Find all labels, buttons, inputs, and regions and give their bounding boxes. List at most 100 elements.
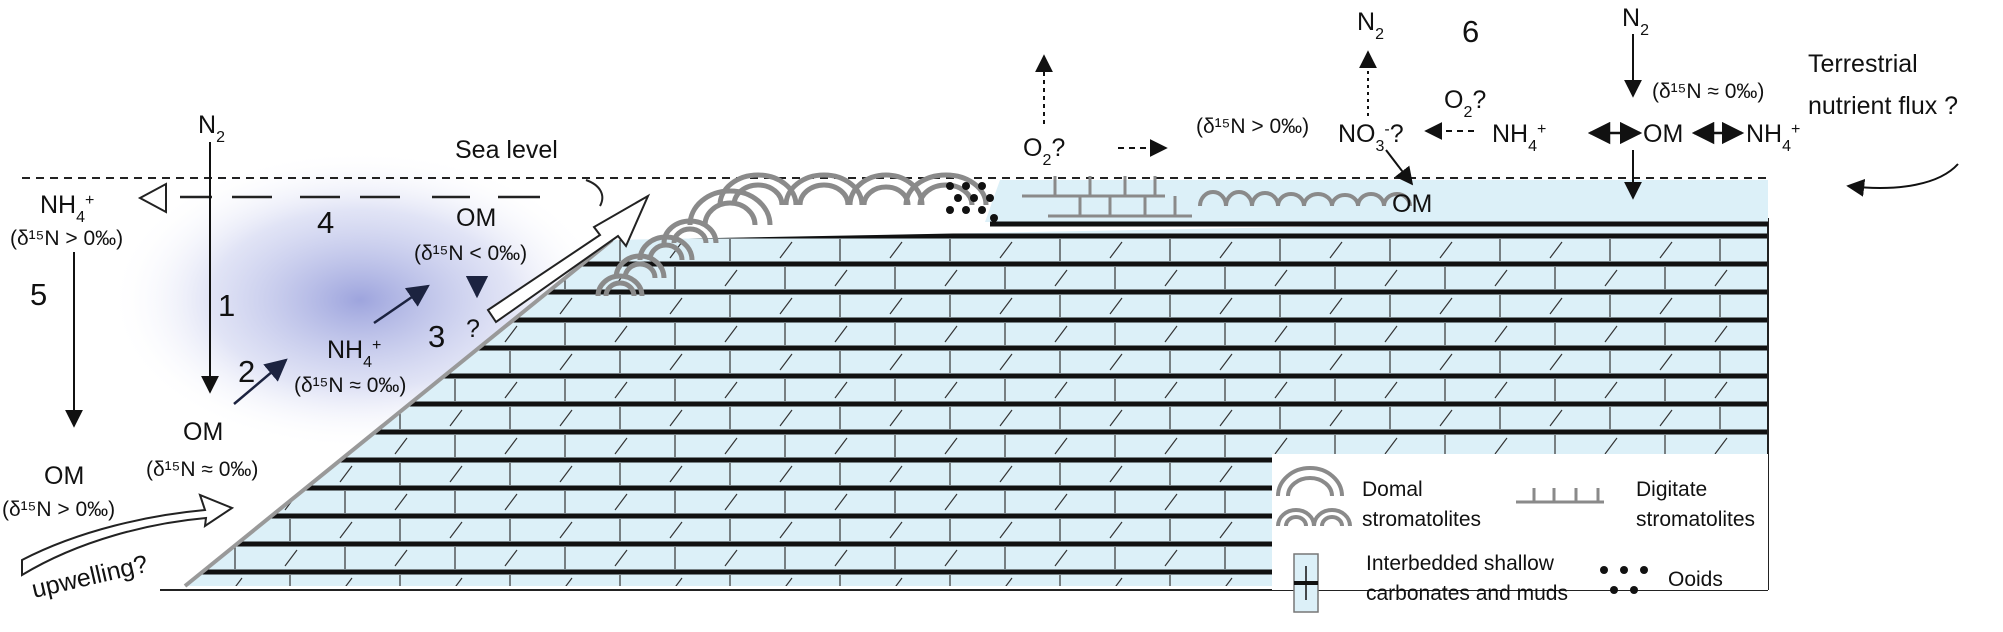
bed-slash xyxy=(1714,325,1728,343)
bed-slash xyxy=(1219,353,1233,371)
svg-text:(δ¹⁵N > 0‰): (δ¹⁵N > 0‰) xyxy=(10,227,123,250)
bed-slash xyxy=(394,437,408,455)
bed-slash xyxy=(999,465,1013,483)
bed-slash xyxy=(504,493,518,511)
bed-slash xyxy=(1770,298,1782,314)
column-2: 2 NH4+ (δ¹⁵N ≈ 0‰) xyxy=(233,284,430,405)
circulation-curve-icon xyxy=(585,179,604,207)
bed-slash xyxy=(944,325,958,343)
low-domal-stromatolites xyxy=(1198,190,1412,207)
bed-slash xyxy=(1054,493,1068,511)
bed-slash xyxy=(1384,381,1398,399)
bed-slash xyxy=(559,577,573,586)
svg-text:NH4+: NH4+ xyxy=(40,191,94,226)
bed-slash xyxy=(1439,409,1453,427)
bed-slash xyxy=(834,381,848,399)
bed-slash xyxy=(999,241,1013,259)
bed-slash xyxy=(559,297,573,315)
svg-text:N2: N2 xyxy=(198,111,225,146)
bed-slash xyxy=(779,241,793,259)
svg-text:(δ¹⁵N > 0‰): (δ¹⁵N > 0‰) xyxy=(1196,115,1309,138)
svg-text:stromatolites: stromatolites xyxy=(1636,508,1755,531)
svg-text:OM: OM xyxy=(456,204,496,232)
bed-slash xyxy=(1054,269,1068,287)
bed-slash xyxy=(669,465,683,483)
bed-slash xyxy=(1494,325,1508,343)
bed-slash xyxy=(999,409,1013,427)
legend-domal-icon xyxy=(1276,466,1352,527)
bed-slash xyxy=(284,549,298,567)
bed-slash xyxy=(614,549,628,567)
bed-slash xyxy=(669,409,683,427)
bed-slash xyxy=(1109,353,1123,371)
bed-slash xyxy=(1714,381,1728,399)
svg-text:NH4+: NH4+ xyxy=(1492,120,1546,155)
bed-slash xyxy=(724,549,738,567)
bed-slash xyxy=(669,577,683,586)
bed-slash xyxy=(1164,325,1178,343)
bed-slash xyxy=(1054,549,1068,567)
bed-slash xyxy=(1604,269,1618,287)
bed-slash xyxy=(614,325,628,343)
bed-slash xyxy=(339,577,353,586)
bed-slash xyxy=(779,521,793,539)
bed-slash xyxy=(1439,241,1453,259)
bed-slash xyxy=(1439,353,1453,371)
bed-slash xyxy=(1604,325,1618,343)
bed-slash xyxy=(1329,297,1343,315)
bed-slash xyxy=(1714,437,1728,455)
svg-text:nutrient flux ?: nutrient flux ? xyxy=(1808,92,1958,120)
bed-slash xyxy=(1109,297,1123,315)
svg-text:Terrestrial: Terrestrial xyxy=(1808,50,1918,78)
svg-text:O2?: O2? xyxy=(1444,86,1486,121)
bed-slash xyxy=(1109,577,1123,586)
bed-slash xyxy=(1164,437,1178,455)
bed-slash xyxy=(1439,297,1453,315)
bed-slash xyxy=(779,297,793,315)
bed-slash xyxy=(779,409,793,427)
bed-slash xyxy=(504,437,518,455)
bed-slash xyxy=(724,437,738,455)
bed-slash xyxy=(1549,409,1563,427)
bed-slash xyxy=(614,381,628,399)
svg-text:1: 1 xyxy=(218,288,235,323)
digitate-stromatolites xyxy=(1022,176,1192,218)
bed-slash xyxy=(1274,325,1288,343)
bed-slash xyxy=(1770,522,1782,538)
bed-slash xyxy=(1659,241,1673,259)
svg-text:Interbedded shallow: Interbedded shallow xyxy=(1366,552,1555,575)
domal-stromatolites xyxy=(595,172,989,297)
bed-slash xyxy=(504,381,518,399)
svg-text:5: 5 xyxy=(30,277,47,312)
svg-text:?: ? xyxy=(466,315,480,343)
bed-slash xyxy=(1219,241,1233,259)
bed-slash xyxy=(1219,521,1233,539)
bed-slash xyxy=(999,353,1013,371)
upwelling-arrow-icon xyxy=(21,493,235,577)
bed-slash xyxy=(504,325,518,343)
bed-slash xyxy=(1219,409,1233,427)
svg-text:(δ¹⁵N ≈ 0‰): (δ¹⁵N ≈ 0‰) xyxy=(294,374,406,397)
bed-slash xyxy=(944,493,958,511)
bed-slash xyxy=(999,577,1013,586)
bed-slash xyxy=(889,241,903,259)
bed-slash xyxy=(1659,409,1673,427)
svg-text:OM: OM xyxy=(44,462,84,490)
bed-slash xyxy=(1604,381,1618,399)
bed-slash xyxy=(1494,381,1508,399)
bed-slash xyxy=(1329,409,1343,427)
bed-slash xyxy=(889,465,903,483)
bed-slash xyxy=(834,437,848,455)
svg-text:NH4+: NH4+ xyxy=(1746,120,1800,155)
upwelling-shelf-arrow-icon xyxy=(486,193,651,324)
legend-interbedded-icon xyxy=(1293,553,1319,613)
bed-slash xyxy=(229,521,243,539)
bed-slash xyxy=(1770,578,1782,594)
bed-slash xyxy=(1109,241,1123,259)
bed-slash xyxy=(1274,269,1288,287)
bed-slash xyxy=(1329,353,1343,371)
bed-slash xyxy=(559,521,573,539)
svg-text:stromatolites: stromatolites xyxy=(1362,508,1481,531)
bed-slash xyxy=(1659,353,1673,371)
svg-text:OM: OM xyxy=(1392,190,1432,218)
